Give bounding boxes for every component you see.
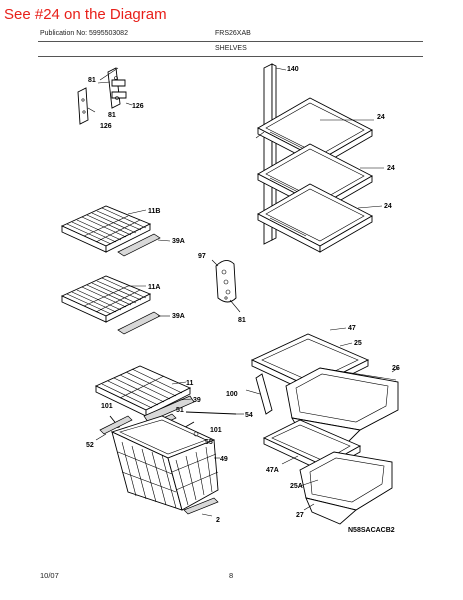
callout-81-lower: 81 (108, 112, 116, 119)
callout-52: 52 (86, 442, 94, 449)
drawer-rail-100 (255, 373, 273, 415)
shelf-trim-39a-lower (117, 311, 161, 335)
callout-2: 2 (216, 517, 220, 524)
callout-11a: 11A (148, 284, 160, 291)
crisper-drawer-27 (299, 451, 393, 525)
basket-front-trim-2 (183, 497, 219, 515)
callout-47: 47 (348, 325, 356, 332)
callout-39a-lower: 39A (172, 313, 185, 320)
callout-26: 26 (392, 365, 400, 372)
callout-25a: 25A (290, 483, 303, 490)
callout-140: 140 (287, 66, 299, 73)
publication-number: Publication No: 5995503082 (40, 30, 128, 37)
callout-11b: 11B (148, 208, 160, 215)
basket-guide-52 (99, 415, 133, 435)
wire-shelf-11 (94, 365, 192, 417)
callout-101-right: 101 (210, 427, 222, 434)
callout-24-top: 24 (377, 114, 385, 121)
wire-basket-49 (110, 415, 219, 511)
wire-shelf-11b (60, 205, 152, 253)
callout-49: 49 (220, 456, 228, 463)
callout-81-upper: 81 (88, 77, 96, 84)
callout-81-right: 81 (238, 317, 246, 324)
callout-51: 51 (176, 407, 184, 414)
callout-27: 27 (296, 512, 304, 519)
bumper-55 (193, 431, 199, 437)
header-rule-bottom (38, 56, 423, 57)
callout-24-middle: 24 (387, 165, 395, 172)
basket-slide-54 (185, 411, 244, 415)
shelf-trim-39 (143, 395, 195, 423)
callout-101-left: 101 (101, 403, 113, 410)
diagram-code: N58SACACB2 (348, 527, 395, 534)
callout-54: 54 (245, 412, 253, 419)
shelf-trim-39a-upper (117, 233, 161, 257)
callout-25: 25 (354, 340, 362, 347)
section-title: SHELVES (215, 45, 247, 52)
callout-55: 55 (205, 439, 213, 446)
shelf-ladder-rail (263, 63, 287, 245)
callout-126-bottom: 126 (100, 123, 112, 130)
callout-24-bottom: 24 (384, 203, 392, 210)
callout-39: 39 (193, 397, 201, 404)
wire-shelf-11a (60, 275, 152, 323)
shelf-support-bracket (77, 67, 133, 125)
footer-date: 10/07 (40, 571, 59, 580)
callout-126-right: 126 (132, 103, 144, 110)
diagram-reference-banner: See #24 on the Diagram (4, 6, 167, 23)
callout-97: 97 (198, 253, 206, 260)
callout-11: 11 (186, 380, 194, 387)
header-rule-top (38, 41, 423, 42)
callout-100: 100 (226, 391, 238, 398)
callout-39a-upper: 39A (172, 238, 185, 245)
callout-47a: 47A (266, 467, 279, 474)
footer-page-number: 8 (229, 571, 234, 580)
glass-shelf-bottom (257, 183, 373, 253)
model-number: FRS26XAB (215, 30, 251, 37)
shelf-control-bracket-97 (211, 259, 241, 313)
